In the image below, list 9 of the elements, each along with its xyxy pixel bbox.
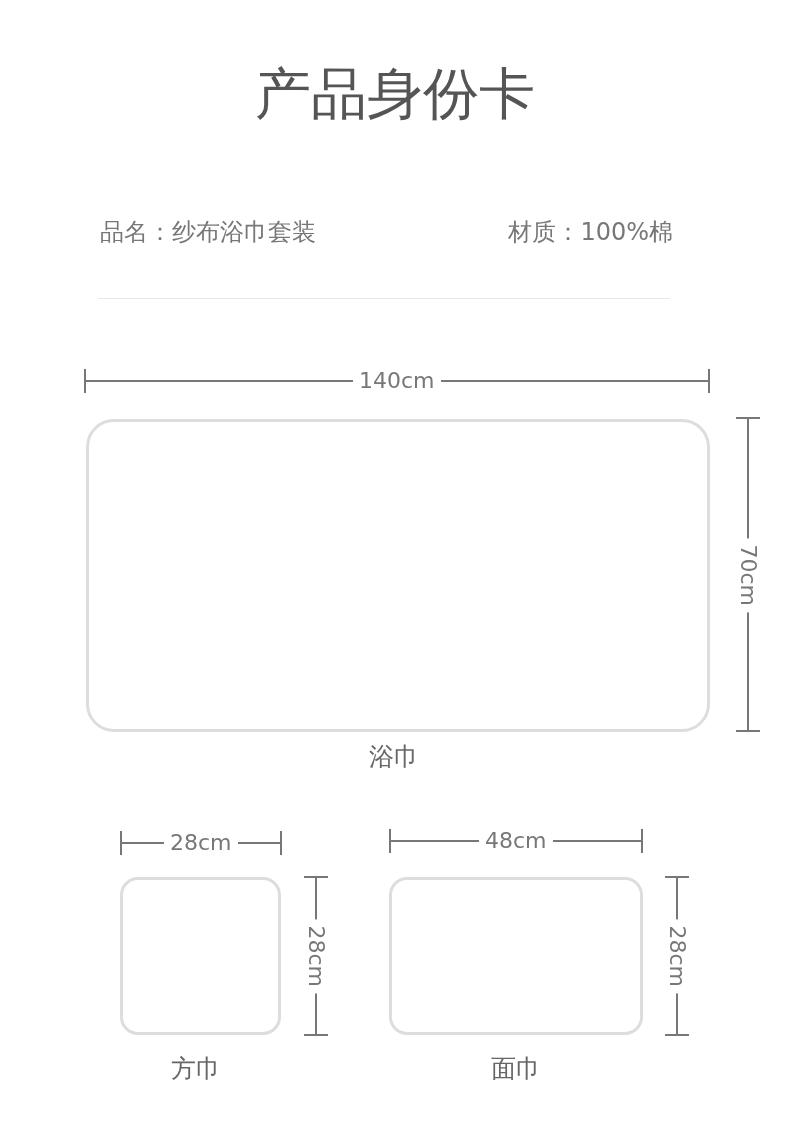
towel-outline [389,877,643,1035]
page-title: 产品身份卡 [254,60,536,128]
towel-caption: 面巾 [491,1054,541,1084]
towel-caption: 方巾 [171,1054,221,1084]
towel-outline [86,419,710,732]
product-info: 品名：纱布浴巾套装 [100,218,316,247]
towel-outline [120,877,281,1035]
product-info: 材质：100%棉 [508,218,673,247]
towel-caption: 浴巾 [369,742,419,772]
